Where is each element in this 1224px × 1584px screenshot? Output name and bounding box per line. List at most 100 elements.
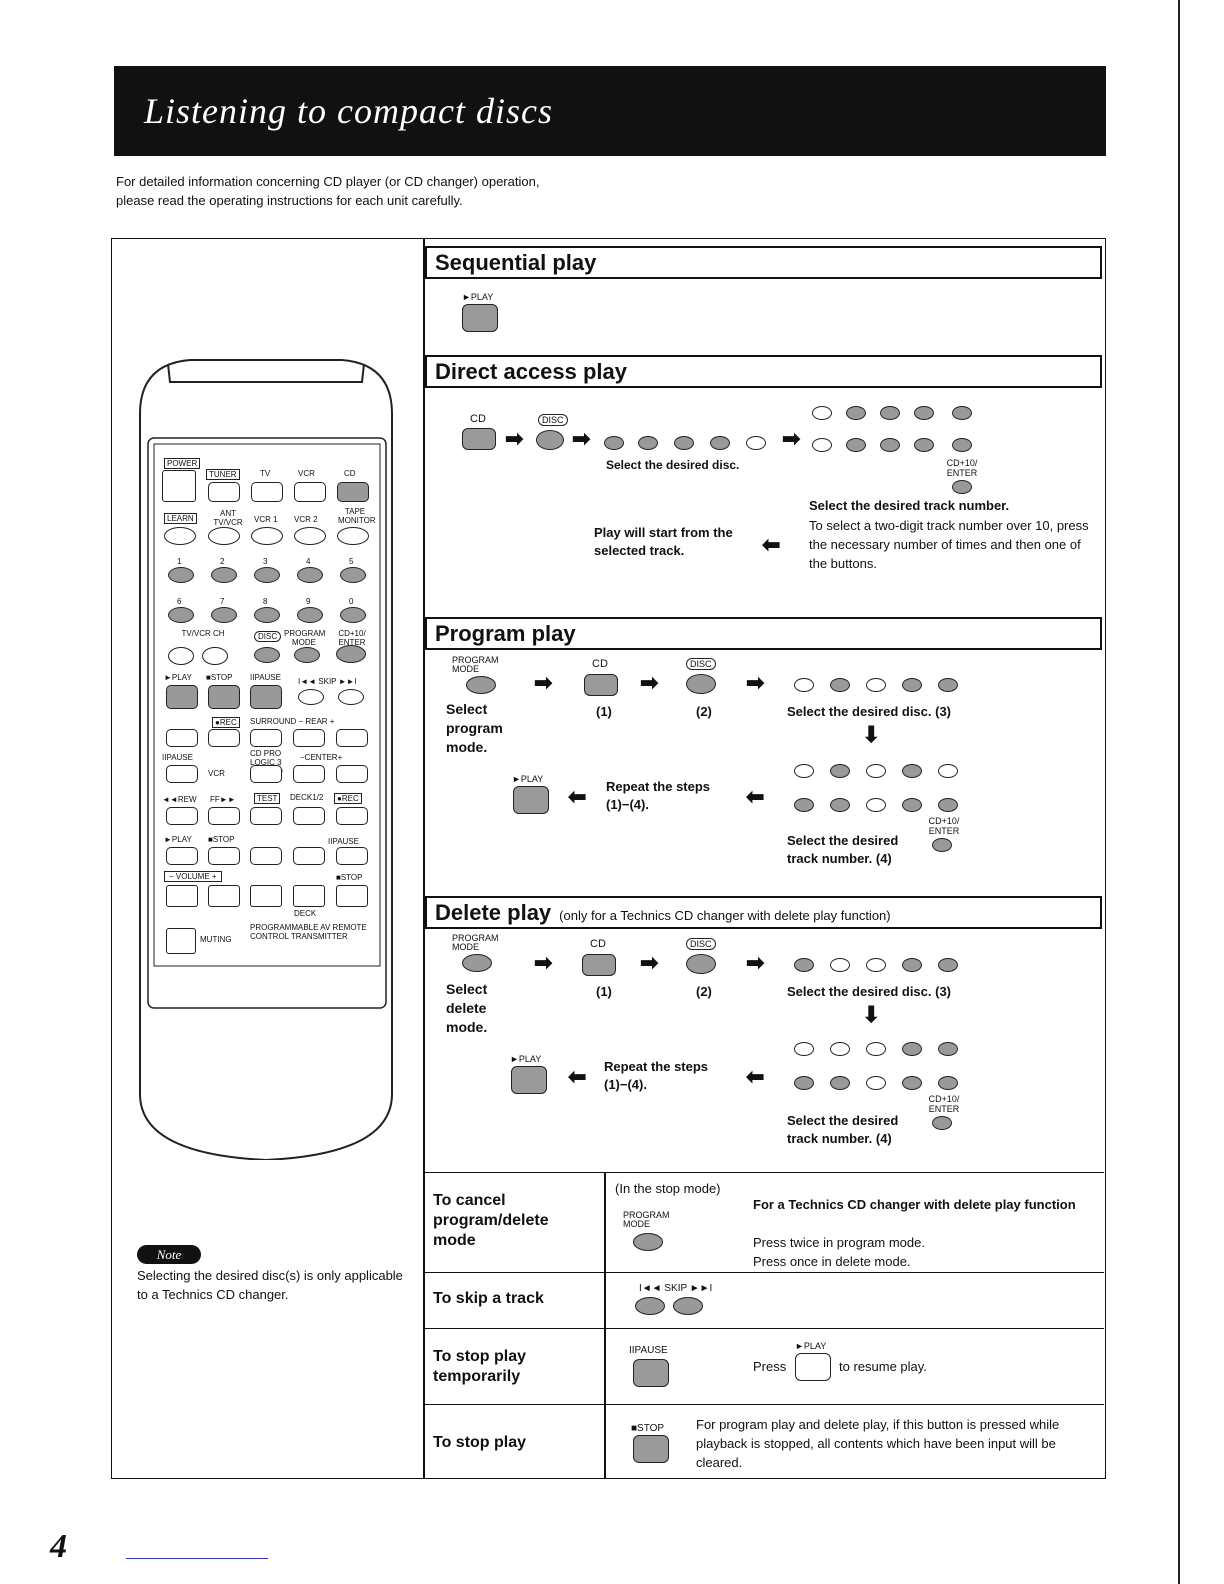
muting-button[interactable] [166, 928, 196, 954]
delete-select-disc-text: Select the desired disc. (3) [787, 984, 952, 999]
arrow-right-icon: ➡ [782, 426, 801, 451]
center-plus-button[interactable] [336, 765, 368, 783]
arrow-down-icon: ⬇ [862, 722, 881, 747]
del-track-9 [902, 1076, 922, 1090]
ant-label: ANT TV/VCR [213, 509, 243, 527]
stop-play-label: To stop play [433, 1434, 527, 1451]
delete-mode-label: PROGRAM MODE [452, 933, 499, 952]
stop-button-icon [633, 1435, 669, 1463]
tuner-button[interactable] [208, 482, 240, 502]
del-track-8 [866, 1076, 886, 1090]
vcr-label: VCR [298, 469, 315, 478]
vcr-pause-button[interactable] [166, 765, 198, 783]
rear-minus-button[interactable] [293, 729, 325, 747]
delete-play-button [511, 1066, 547, 1094]
tape-rec-button[interactable] [208, 729, 240, 747]
skip-forward-button[interactable] [338, 689, 364, 705]
track-8-button [880, 438, 900, 452]
vcr1-button[interactable] [251, 527, 283, 545]
vcr-stop-label: ■STOP [208, 835, 235, 844]
ch-up-button[interactable] [202, 647, 228, 665]
deck-play-forward-button[interactable] [293, 885, 325, 907]
power-button[interactable] [162, 470, 196, 502]
rew-button[interactable] [166, 807, 198, 825]
deck-stop-button[interactable] [336, 885, 368, 907]
learn-label: LEARN [164, 513, 197, 524]
table-row: To cancel program/delete mode (In the st… [425, 1172, 1104, 1272]
digit-9-button[interactable] [297, 607, 323, 623]
stop-button[interactable] [208, 685, 240, 709]
volume-up-button[interactable] [208, 885, 240, 907]
disc-5-button [746, 436, 766, 450]
press-text: Press [753, 1359, 787, 1374]
rear-plus-button[interactable] [336, 729, 368, 747]
deck-ff-button[interactable] [293, 847, 325, 865]
deck-rew-button[interactable] [250, 847, 282, 865]
del-disc-3 [866, 958, 886, 972]
table-row: To stop play ■STOP For program play and … [425, 1404, 1104, 1479]
digit-3-button[interactable] [254, 567, 280, 583]
deck12-button[interactable] [293, 807, 325, 825]
cd-button[interactable] [337, 482, 369, 502]
center-minus-button[interactable] [293, 765, 325, 783]
digit-1-button[interactable] [168, 567, 194, 583]
program-mode-button[interactable] [294, 647, 320, 663]
skip-back-button[interactable] [298, 689, 324, 705]
digit-6-button[interactable] [168, 607, 194, 623]
play-button[interactable] [166, 685, 198, 709]
resume-text: to resume play. [839, 1359, 927, 1374]
deck-pause-button[interactable] [336, 847, 368, 865]
direct-instruction-text: To select a two-digit track number over … [809, 518, 1089, 571]
digit-0-label: 0 [349, 597, 354, 606]
tv-button[interactable] [251, 482, 283, 502]
volume-down-button[interactable] [166, 885, 198, 907]
vcr-button[interactable] [294, 482, 326, 502]
vcr-stop-button[interactable] [208, 847, 240, 865]
ch-down-button[interactable] [168, 647, 194, 665]
digit-4-button[interactable] [297, 567, 323, 583]
disc-button[interactable] [254, 647, 280, 663]
digit-7-label: 7 [220, 597, 225, 606]
track-9-button [914, 438, 934, 452]
vcr-pause-label: IIPAUSE [162, 753, 193, 762]
digit-7-button[interactable] [211, 607, 237, 623]
tape-monitor-label: TAPE MONITOR [338, 507, 376, 525]
vcr-play-button[interactable] [166, 847, 198, 865]
digit-8-button[interactable] [254, 607, 280, 623]
content-frame [111, 238, 1106, 1479]
digit-5-button[interactable] [340, 567, 366, 583]
surround-button[interactable] [250, 729, 282, 747]
learn-button[interactable] [164, 527, 196, 545]
disc-label: DISC [254, 631, 282, 642]
cancel-program-mode-label: PROGRAM MODE [623, 1210, 670, 1229]
prog-track-8 [866, 798, 886, 812]
direct-play-start-text: Play will start from the selected track. [594, 525, 733, 558]
program-play-button [513, 786, 549, 814]
pause-button[interactable] [250, 685, 282, 709]
arrow-left-icon: ⬅ [568, 1064, 587, 1089]
enter-button[interactable] [336, 645, 366, 663]
delete-step1-label: (1) [596, 984, 612, 999]
delete-play-title: Delete play [435, 900, 552, 925]
ant-button[interactable] [208, 527, 240, 545]
digit-2-button[interactable] [211, 567, 237, 583]
test-button[interactable] [250, 807, 282, 825]
vcr2-button[interactable] [294, 527, 326, 545]
stereo-button[interactable] [250, 765, 282, 783]
test-label: TEST [254, 793, 281, 804]
intro-line-1: For detailed information concerning CD p… [116, 174, 540, 189]
arrow-left-icon: ⬅ [746, 1064, 765, 1089]
arrow-right-icon: ➡ [572, 426, 591, 451]
vcr2-label: VCR 2 [294, 515, 318, 524]
tape-button-1[interactable] [166, 729, 198, 747]
delete-disc-button [686, 954, 716, 974]
sequential-play-title: Sequential play [435, 250, 597, 275]
digit-8-label: 8 [263, 597, 268, 606]
digit-9-label: 9 [306, 597, 311, 606]
changer-note-line-2: Press once in delete mode. [753, 1254, 911, 1269]
ff-button[interactable] [208, 807, 240, 825]
deck-rec-button[interactable] [336, 807, 368, 825]
deck-play-back-button[interactable] [250, 885, 282, 907]
tape-monitor-button[interactable] [337, 527, 369, 545]
digit-0-button[interactable] [340, 607, 366, 623]
